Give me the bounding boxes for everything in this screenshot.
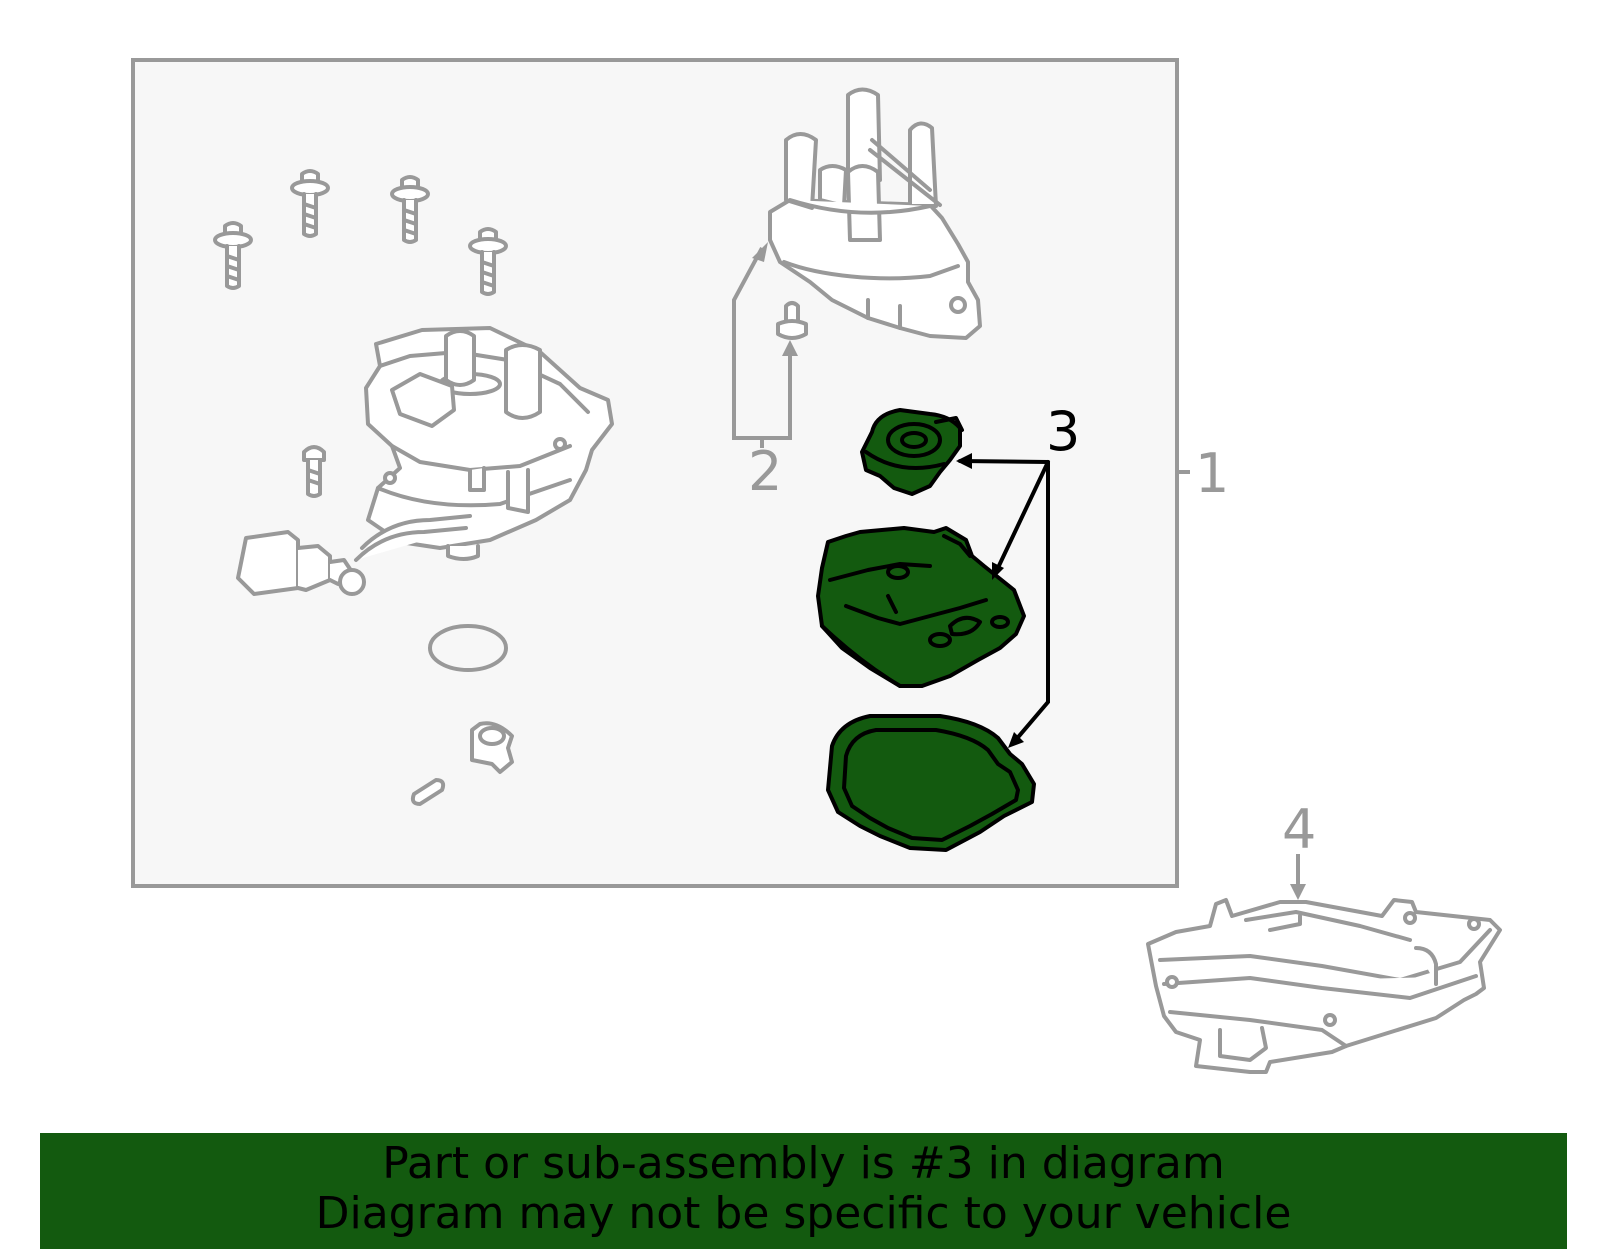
gasket-cover [826,714,1036,852]
rotor [860,408,964,496]
callout-label-1: 1 [1195,442,1229,505]
drive-coupling [470,721,514,774]
distributor-housing [364,326,614,561]
arrow-to-plate [992,562,1004,580]
highlighted-part-3 [816,408,1036,852]
ignition-plate [816,526,1026,688]
roll-pin [410,778,446,806]
arrow-to-rotor [956,453,972,469]
banner-line-2: Diagram may not be specific to your vehi… [315,1188,1292,1239]
banner-line-1: Part or sub-assembly is #3 in diagram [382,1138,1225,1189]
arrow-to-screw [782,340,798,356]
callout-label-3: 3 [1046,400,1080,463]
callout-label-4: 4 [1282,798,1316,861]
arrow-to-gasket [1008,732,1024,748]
small-screw [776,301,808,340]
arrow-to-cap [752,242,768,262]
arrow-to-module [1290,884,1306,900]
wiring-connector [236,514,472,596]
o-ring [428,624,508,672]
mounting-bolts [213,169,508,498]
control-module [1146,898,1502,1074]
callout-3-leaders [958,459,1050,744]
callout-label-2: 2 [748,440,782,503]
callout-2-leader [732,247,792,448]
distributor-cap [768,87,982,340]
info-banner: Part or sub-assembly is #3 in diagram Di… [40,1133,1567,1249]
